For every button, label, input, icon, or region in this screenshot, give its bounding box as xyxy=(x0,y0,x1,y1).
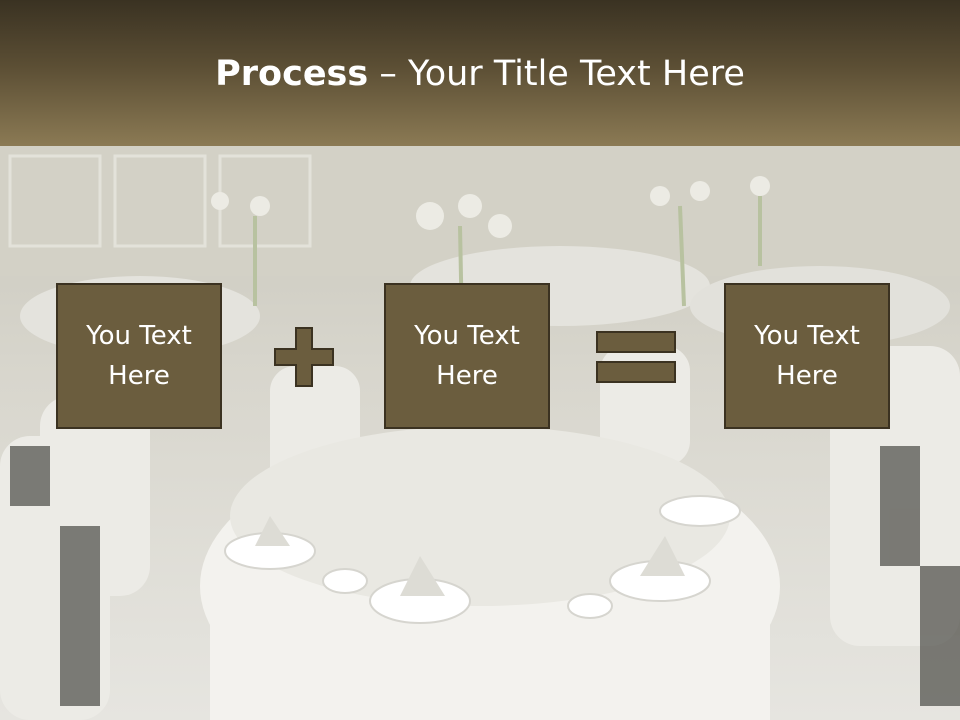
plus-icon xyxy=(274,327,334,387)
equals-icon xyxy=(596,331,676,383)
title-bold: Process xyxy=(215,54,369,94)
slide-title: Process – Your Title Text Here xyxy=(0,52,960,96)
text-box-1-label: You Text Here xyxy=(86,321,192,391)
title-dash: – xyxy=(368,54,408,94)
text-box-2-label: You Text Here xyxy=(414,321,520,391)
banquet-scene xyxy=(0,146,960,720)
title-rest: Your Title Text Here xyxy=(407,54,745,94)
text-box-3-label: You Text Here xyxy=(754,321,860,391)
banquet-background-image xyxy=(0,146,960,720)
text-box-2[interactable]: You Text Here xyxy=(384,283,550,429)
text-box-3[interactable]: You Text Here xyxy=(724,283,890,429)
text-box-1[interactable]: You Text Here xyxy=(56,283,222,429)
title-bar xyxy=(0,0,960,146)
